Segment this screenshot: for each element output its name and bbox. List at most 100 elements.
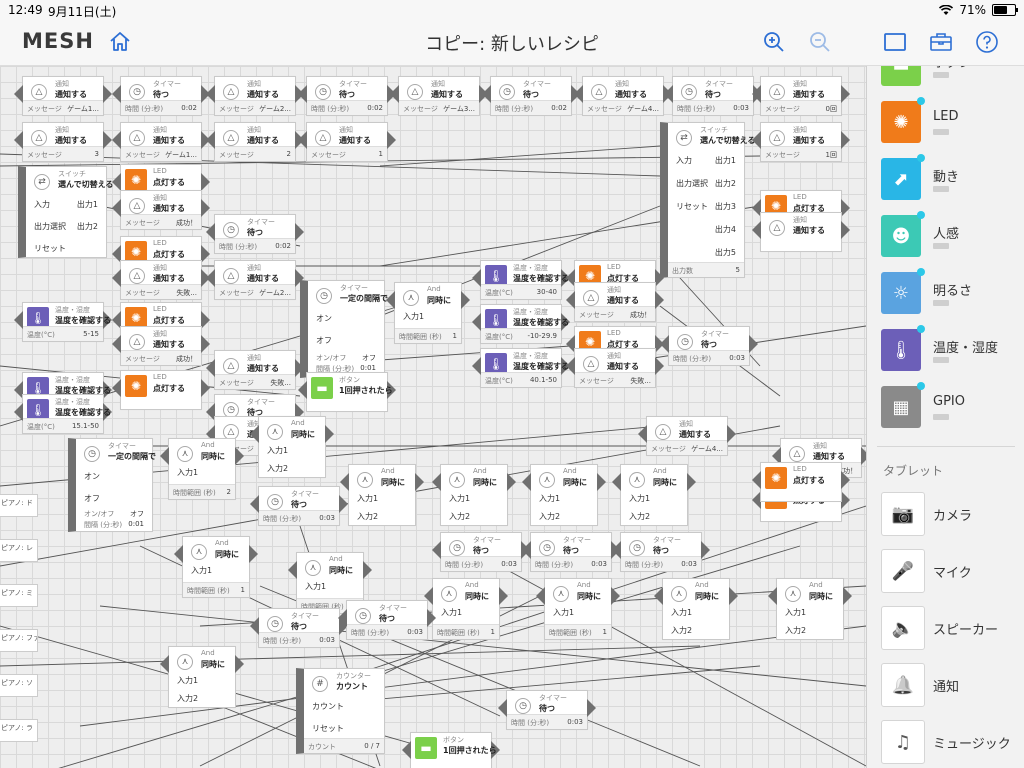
input-port[interactable] (206, 403, 215, 421)
output-port[interactable] (655, 291, 664, 309)
partial-block-label[interactable]: ピアノ: ファ (0, 629, 38, 652)
input-port[interactable] (472, 357, 481, 375)
output-port[interactable] (387, 131, 396, 149)
tablet-microphone[interactable]: 🎤 (881, 549, 925, 593)
input-port[interactable] (522, 541, 531, 559)
output-port[interactable] (201, 269, 210, 287)
output-port[interactable] (427, 609, 436, 627)
input-port[interactable] (482, 85, 491, 103)
input-port[interactable] (566, 357, 575, 375)
input-port[interactable] (206, 131, 215, 149)
and-block[interactable]: ⋏And同時に入力1入力2時間範囲 (秒)2 (160, 438, 244, 500)
input-port[interactable] (338, 609, 347, 627)
tablet-bell[interactable]: 🔔 (881, 663, 925, 707)
input-port[interactable] (638, 425, 647, 443)
timer-block[interactable]: ◷タイマー待つ時間 (分:秒)0:03 (432, 532, 530, 572)
output-port[interactable] (235, 655, 244, 673)
zoom-in-icon[interactable] (762, 30, 786, 54)
and-block[interactable]: ⋏And同時に入力1入力2時間範囲 (秒)1 (174, 536, 258, 598)
output-port[interactable] (201, 85, 210, 103)
output-port[interactable] (103, 381, 112, 399)
output-port[interactable] (687, 473, 696, 491)
notify-block[interactable]: △通知通知する (752, 212, 850, 252)
input-port[interactable] (386, 291, 395, 309)
output-port[interactable] (861, 447, 866, 465)
notify-block[interactable]: △通知通知するメッセージゲーム3... (390, 76, 488, 116)
and-block[interactable]: ⋏And同時に入力1入力2時間範囲 (秒)1 (536, 578, 620, 640)
partial-block-label[interactable]: ピアノ: ミ (0, 584, 38, 607)
interval-timer-block[interactable]: ◷ タイマー 一定の間隔で オン オフ オン/オフ オフ 間隔 (分:秒) 0:… (68, 438, 156, 532)
input-port[interactable] (250, 495, 259, 513)
output-port[interactable] (295, 269, 304, 287)
tag-temperature[interactable]: 🌡 (881, 325, 925, 371)
output-port[interactable] (727, 425, 736, 443)
input-port[interactable] (536, 587, 545, 605)
input-port[interactable] (612, 473, 621, 491)
input-port[interactable] (566, 291, 575, 309)
timer-block[interactable]: ◷タイマー待つ時間 (分:秒)0:03 (664, 76, 762, 116)
input-port[interactable] (14, 131, 23, 149)
input-port[interactable] (174, 545, 183, 563)
output-port[interactable] (295, 359, 304, 377)
notify-block[interactable]: △通知通知するメッセージゲーム4... (638, 416, 736, 456)
input-port[interactable] (206, 85, 215, 103)
output-port[interactable] (841, 491, 850, 509)
input-port[interactable] (112, 311, 121, 329)
temperature-block[interactable]: 🌡温度・湿度温度を確認する温度(°C)40.1-50 (472, 348, 570, 388)
input-port[interactable] (206, 359, 215, 377)
output-port[interactable] (843, 587, 852, 605)
output-port[interactable] (201, 199, 210, 217)
input-port[interactable] (112, 379, 121, 397)
tag-gpio[interactable]: ▦ (881, 382, 925, 428)
input-port[interactable] (14, 85, 23, 103)
input-port[interactable] (112, 173, 121, 191)
output-port[interactable] (729, 587, 738, 605)
notify-block[interactable]: △通知通知するメッセージゲーム4... (574, 76, 672, 116)
input-port[interactable] (14, 403, 23, 421)
output-port[interactable] (597, 473, 606, 491)
notify-block[interactable]: △通知通知するメッセージゲーム1... (14, 76, 112, 116)
output-port[interactable] (249, 545, 258, 563)
notify-block[interactable]: △通知通知するメッセージ失敗... (566, 348, 664, 388)
tag-brightness[interactable]: ☼ (881, 268, 925, 314)
output-port[interactable] (701, 541, 710, 559)
counter-block[interactable]: # カウンター カウント カウント リセット カウント 0 / 7 (296, 668, 385, 754)
input-port[interactable] (112, 245, 121, 263)
output-port[interactable] (841, 85, 850, 103)
input-port[interactable] (250, 425, 259, 443)
input-port[interactable] (112, 131, 121, 149)
input-port[interactable] (160, 447, 169, 465)
notify-block[interactable]: △通知通知するメッセージゲーム2... (206, 260, 304, 300)
input-port[interactable] (472, 269, 481, 287)
switch-block[interactable]: ⇄ スイッチ 選んで切替える 入力 出力選択 リセット 出力1 出力2 出力3 … (660, 122, 755, 278)
input-port[interactable] (112, 335, 121, 353)
and-block[interactable]: ⋏And同時に入力1入力2時間範囲 (秒)1 (424, 578, 508, 640)
tag-human-sensor[interactable]: ☻ (881, 211, 925, 257)
input-port[interactable] (752, 471, 761, 489)
input-port[interactable] (498, 699, 507, 717)
input-port[interactable] (390, 85, 399, 103)
partial-block-label[interactable]: ピアノ: レ (0, 539, 38, 562)
input-port[interactable] (566, 335, 575, 353)
input-port[interactable] (298, 85, 307, 103)
output-port[interactable] (415, 473, 424, 491)
output-port[interactable] (103, 403, 112, 421)
home-icon[interactable] (108, 30, 132, 54)
input-port[interactable] (654, 587, 663, 605)
input-port[interactable] (112, 199, 121, 217)
notify-block[interactable]: △通知通知するメッセージゲーム1... (112, 122, 210, 162)
toolbox-icon[interactable] (929, 30, 953, 54)
output-port[interactable] (507, 473, 516, 491)
output-port[interactable] (295, 403, 304, 421)
